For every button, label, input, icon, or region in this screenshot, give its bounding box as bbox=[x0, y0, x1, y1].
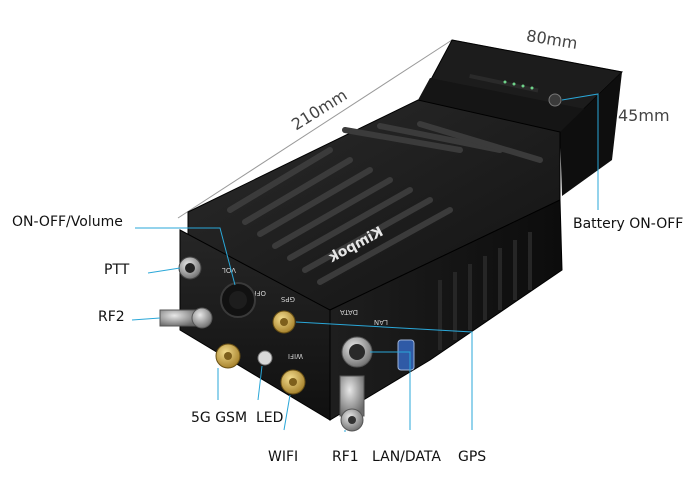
callout-battery-on-off: Battery ON-OFF bbox=[573, 216, 684, 232]
battery-led-strip bbox=[469, 73, 539, 93]
battery-led-dot bbox=[521, 84, 525, 88]
rf2-connector[interactable] bbox=[159, 307, 213, 329]
lan-data-connector[interactable] bbox=[341, 336, 373, 368]
panel-label-data: DATA bbox=[340, 308, 358, 316]
callout-lan-data: LAN/DATA bbox=[372, 449, 441, 465]
callout-ptt: PTT bbox=[104, 262, 130, 278]
battery-led-dot bbox=[530, 86, 534, 90]
panel-label-lan: LAN bbox=[374, 318, 388, 326]
callout-line-rf2 bbox=[131, 317, 161, 321]
wifi-sma-connector[interactable] bbox=[280, 369, 306, 395]
callout-line-on-off-volume bbox=[135, 227, 236, 286]
callout-led: LED bbox=[256, 410, 284, 426]
callout-line-lan bbox=[370, 351, 411, 430]
battery-power-button[interactable] bbox=[548, 93, 562, 107]
panel-label-off: OFF bbox=[252, 289, 266, 297]
connectors bbox=[159, 256, 415, 432]
battery-led-dot bbox=[512, 82, 516, 86]
callout-on-off-volume: ON-OFF/Volume bbox=[12, 214, 123, 230]
callout-rf1: RF1 bbox=[332, 449, 359, 465]
callout-wifi: WIFI bbox=[268, 449, 299, 465]
callout-line-ptt bbox=[147, 267, 181, 274]
panel-label-vol: VOL bbox=[222, 266, 236, 274]
gps-module bbox=[397, 339, 415, 371]
callout-line-wifi bbox=[283, 394, 291, 431]
dimension-height-label: 45mm bbox=[618, 106, 670, 125]
battery-led-dot bbox=[503, 80, 507, 84]
callout-line-led bbox=[257, 365, 263, 401]
heat-sink-fins bbox=[227, 121, 543, 285]
callout-gsm-5g: 5G GSM bbox=[191, 410, 248, 426]
gps-sma-connector[interactable] bbox=[272, 310, 296, 334]
rf1-connector[interactable] bbox=[339, 375, 365, 432]
callout-lines bbox=[131, 93, 599, 432]
callout-gps: GPS bbox=[458, 449, 487, 465]
side-vents bbox=[438, 232, 532, 350]
panel-label-gps: GPS bbox=[280, 295, 295, 303]
callout-line-gps bbox=[295, 321, 473, 430]
gsm-5g-connector[interactable] bbox=[215, 343, 241, 369]
led-indicator bbox=[257, 350, 273, 366]
device-body: Kimpok GPS DATA LAN WIFI VOL OFF bbox=[179, 99, 563, 421]
panel-label-wifi: WIFI bbox=[288, 352, 303, 360]
callout-line-battery bbox=[561, 93, 599, 210]
callout-rf2: RF2 bbox=[98, 309, 125, 325]
